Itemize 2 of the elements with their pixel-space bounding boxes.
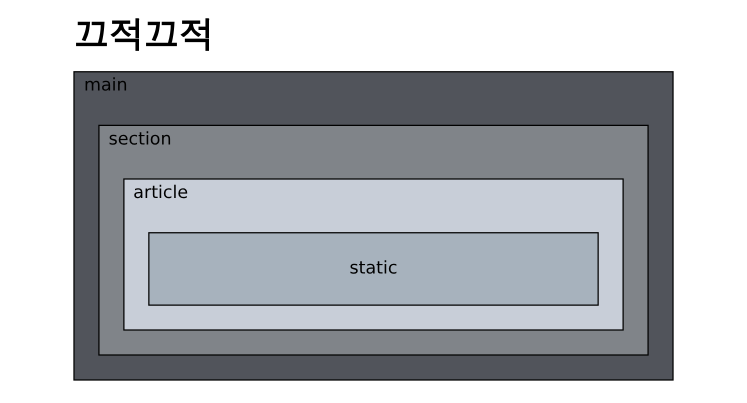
node-box: static — [148, 232, 599, 306]
diagram-title: 끄적끄적 — [74, 14, 214, 54]
